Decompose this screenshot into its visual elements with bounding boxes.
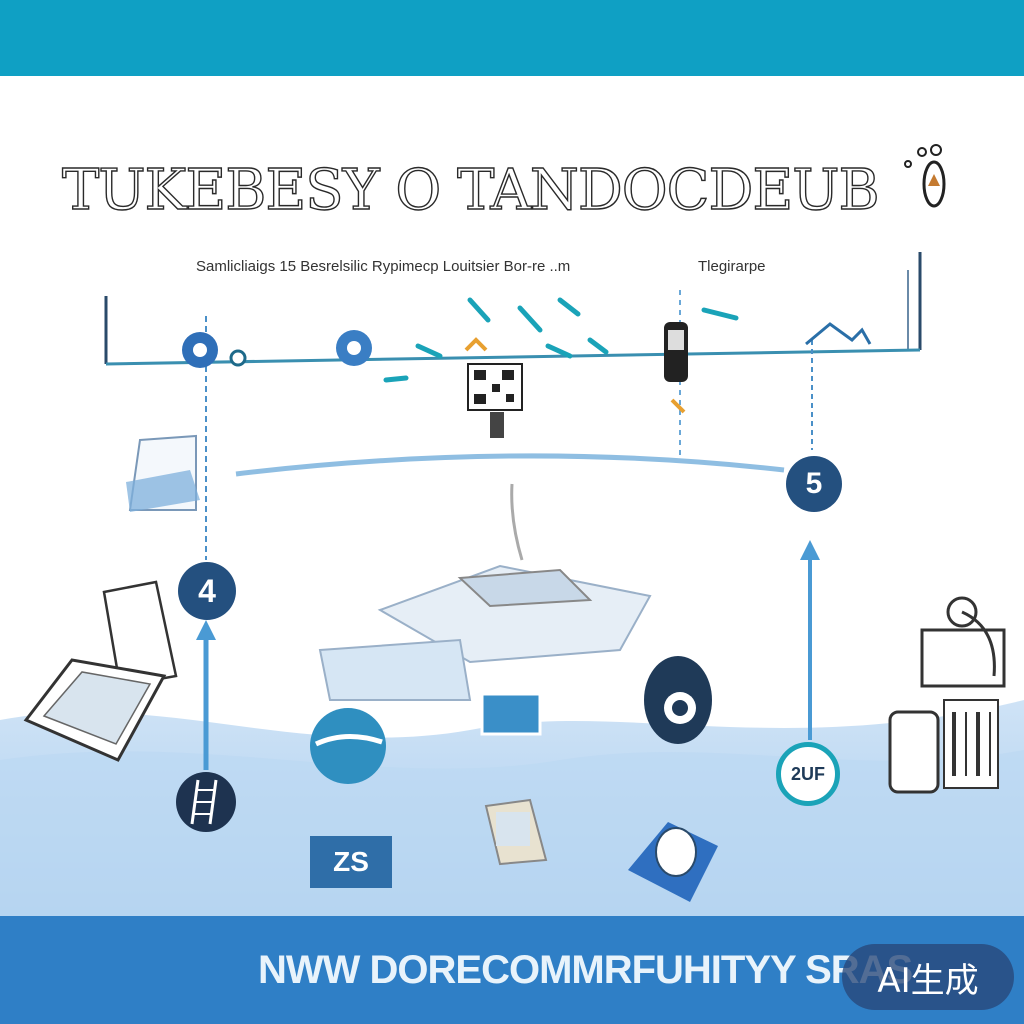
globe-icon [310,708,386,784]
decorative-figure-icon [904,144,946,208]
arrow-up-right-head [800,540,820,560]
step-badge-zs: ZS [310,836,392,888]
camera-icon [920,596,1006,688]
subtitle-left: Samlicliaigs 15 Besrelsilic Rypimecp Lou… [196,258,571,275]
subtitle-right: Tlegirarpe [698,258,766,275]
step-badge-5: 5 [786,456,842,512]
camera-lens-icon [644,656,712,744]
barcode-icon [888,699,999,794]
tablet-icon [484,798,548,866]
arrow-icon [670,398,686,414]
arrow-icon [383,297,739,383]
arc-connector [235,453,785,477]
arrow-up-left-head [196,620,216,640]
arrow-icon [464,337,488,352]
footer-text: NWW DORECOMMRFUHITYY SRAS [258,948,913,992]
document-icon [23,580,178,762]
node-dot [229,349,247,367]
gear-icon [182,332,218,368]
printer-icon [318,483,652,701]
ladder-icon [176,772,236,832]
step-badge-4: 4 [178,562,236,620]
main-flow-line [105,348,921,366]
phone-icon [664,322,688,382]
page-title: TUKEBESY O TANDOCDEUB [61,157,880,223]
qr-code-icon [467,363,523,438]
document-icon [126,434,200,512]
top-banner [0,0,1024,76]
ai-generated-badge: AI生成 [842,944,1014,1010]
cup-icon [628,822,718,902]
screen-icon [480,692,542,736]
gear-icon [336,330,372,366]
step-badge-zuf: 2UF [776,742,840,806]
tree-icon [805,322,872,346]
